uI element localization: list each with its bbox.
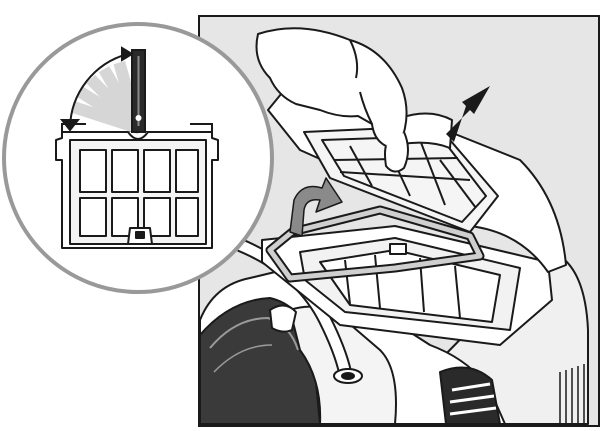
side-vent bbox=[439, 366, 501, 425]
cartridge-handle bbox=[131, 49, 146, 133]
rotate-arc-icon bbox=[59, 46, 134, 132]
filter-cartridge-detail bbox=[55, 131, 219, 249]
rear-brush bbox=[559, 364, 585, 424]
robot-body bbox=[199, 238, 589, 425]
arrow-up-right-icon bbox=[446, 86, 490, 142]
lifted-filter-frame bbox=[265, 205, 485, 283]
cartridge-grid bbox=[79, 149, 199, 237]
top-lid bbox=[267, 87, 567, 273]
hand bbox=[255, 27, 409, 173]
handle-motion-trail bbox=[71, 60, 145, 135]
curved-arrow-icon bbox=[289, 177, 343, 237]
detail-callout bbox=[2, 22, 274, 294]
